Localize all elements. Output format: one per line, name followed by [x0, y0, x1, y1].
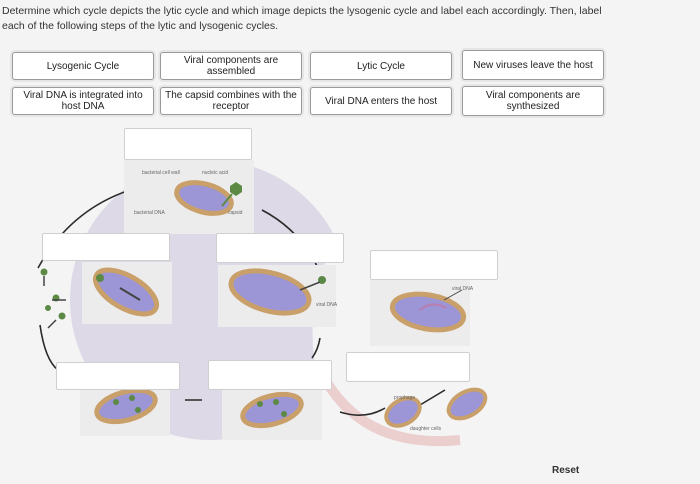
synth-phage-1 [113, 399, 119, 405]
prophage-dna [419, 303, 447, 311]
drop-zone-bottom-right[interactable] [346, 352, 470, 382]
viral-dna-pointer [299, 281, 321, 291]
label-viral-components-synthesized[interactable]: Viral components are synthesized [462, 86, 604, 116]
fig-label-daughter-cells: daughter cells [410, 426, 442, 432]
label-viral-dna-enters-host[interactable]: Viral DNA enters the host [310, 87, 452, 115]
free-phage-3 [58, 312, 66, 320]
phage-tail-attachment [221, 193, 233, 207]
cycle-arc-left [39, 324, 59, 371]
drop-zone-middle[interactable] [216, 233, 344, 263]
instructions-line-1: Determine which cycle depicts the lytic … [2, 5, 602, 17]
fig-label-viral-dna-right: viral DNA [452, 286, 474, 292]
assembly-phage-2 [273, 399, 279, 405]
viral-dna-right-pointer [443, 289, 463, 301]
fig-label-prophage: prophage [394, 395, 415, 401]
cycle-arc-right [311, 337, 321, 359]
phage-on-cell [96, 274, 104, 282]
viral-dna-line [119, 287, 141, 301]
label-new-viruses-leave-host[interactable]: New viruses leave the host [462, 50, 604, 80]
drop-zone-bottom-left[interactable] [56, 362, 180, 390]
free-phage-3-tail [47, 319, 57, 329]
label-lytic-cycle[interactable]: Lytic Cycle [310, 52, 452, 80]
drop-zone-left[interactable] [42, 233, 170, 261]
reset-button[interactable]: Reset [552, 465, 580, 476]
label-viral-components-assembled[interactable]: Viral components are assembled [160, 52, 302, 80]
lysogenic-arrow [419, 389, 446, 406]
fig-label-bacterial-dna: bacterial DNA [134, 210, 166, 216]
cell-synthesis [94, 387, 158, 425]
fig-label-viral-dna-mid: viral DNA [316, 302, 338, 308]
synth-phage-2 [129, 395, 135, 401]
cell-integration [228, 268, 312, 316]
daughter-cell-2 [446, 387, 488, 421]
lysogenic-arc-bottom [339, 407, 386, 416]
drop-zone-right[interactable] [370, 250, 498, 280]
cell-prophage [389, 291, 467, 333]
assembly-phage-1 [257, 401, 263, 407]
cell-attachment [174, 180, 234, 216]
instructions-line-2: each of the following steps of the lytic… [2, 20, 279, 32]
daughter-cell-1 [384, 396, 422, 428]
free-phage-1 [40, 268, 48, 276]
label-capsid-combines-receptor[interactable]: The capsid combines with the receptor [160, 87, 302, 115]
free-phage-4 [45, 305, 51, 311]
drop-zone-bottom-middle[interactable] [208, 360, 332, 390]
drop-zone-top[interactable] [124, 128, 252, 160]
fig-label-bacterial-cell-wall: bacterial cell wall [142, 170, 180, 176]
cell-assembly [240, 391, 304, 429]
fig-label-nucleic-acid: nucleic acid [202, 170, 228, 176]
synth-phage-3 [135, 407, 141, 413]
phage-head-attachment [230, 182, 242, 196]
label-lysogenic-cycle[interactable]: Lysogenic Cycle [12, 52, 154, 80]
label-viral-dna-integrated[interactable]: Viral DNA is integrated into host DNA [12, 87, 154, 115]
instructions: Determine which cycle depicts the lytic … [2, 4, 700, 34]
fig-label-capsid: capsid [228, 210, 243, 216]
assembly-phage-3 [281, 411, 287, 417]
